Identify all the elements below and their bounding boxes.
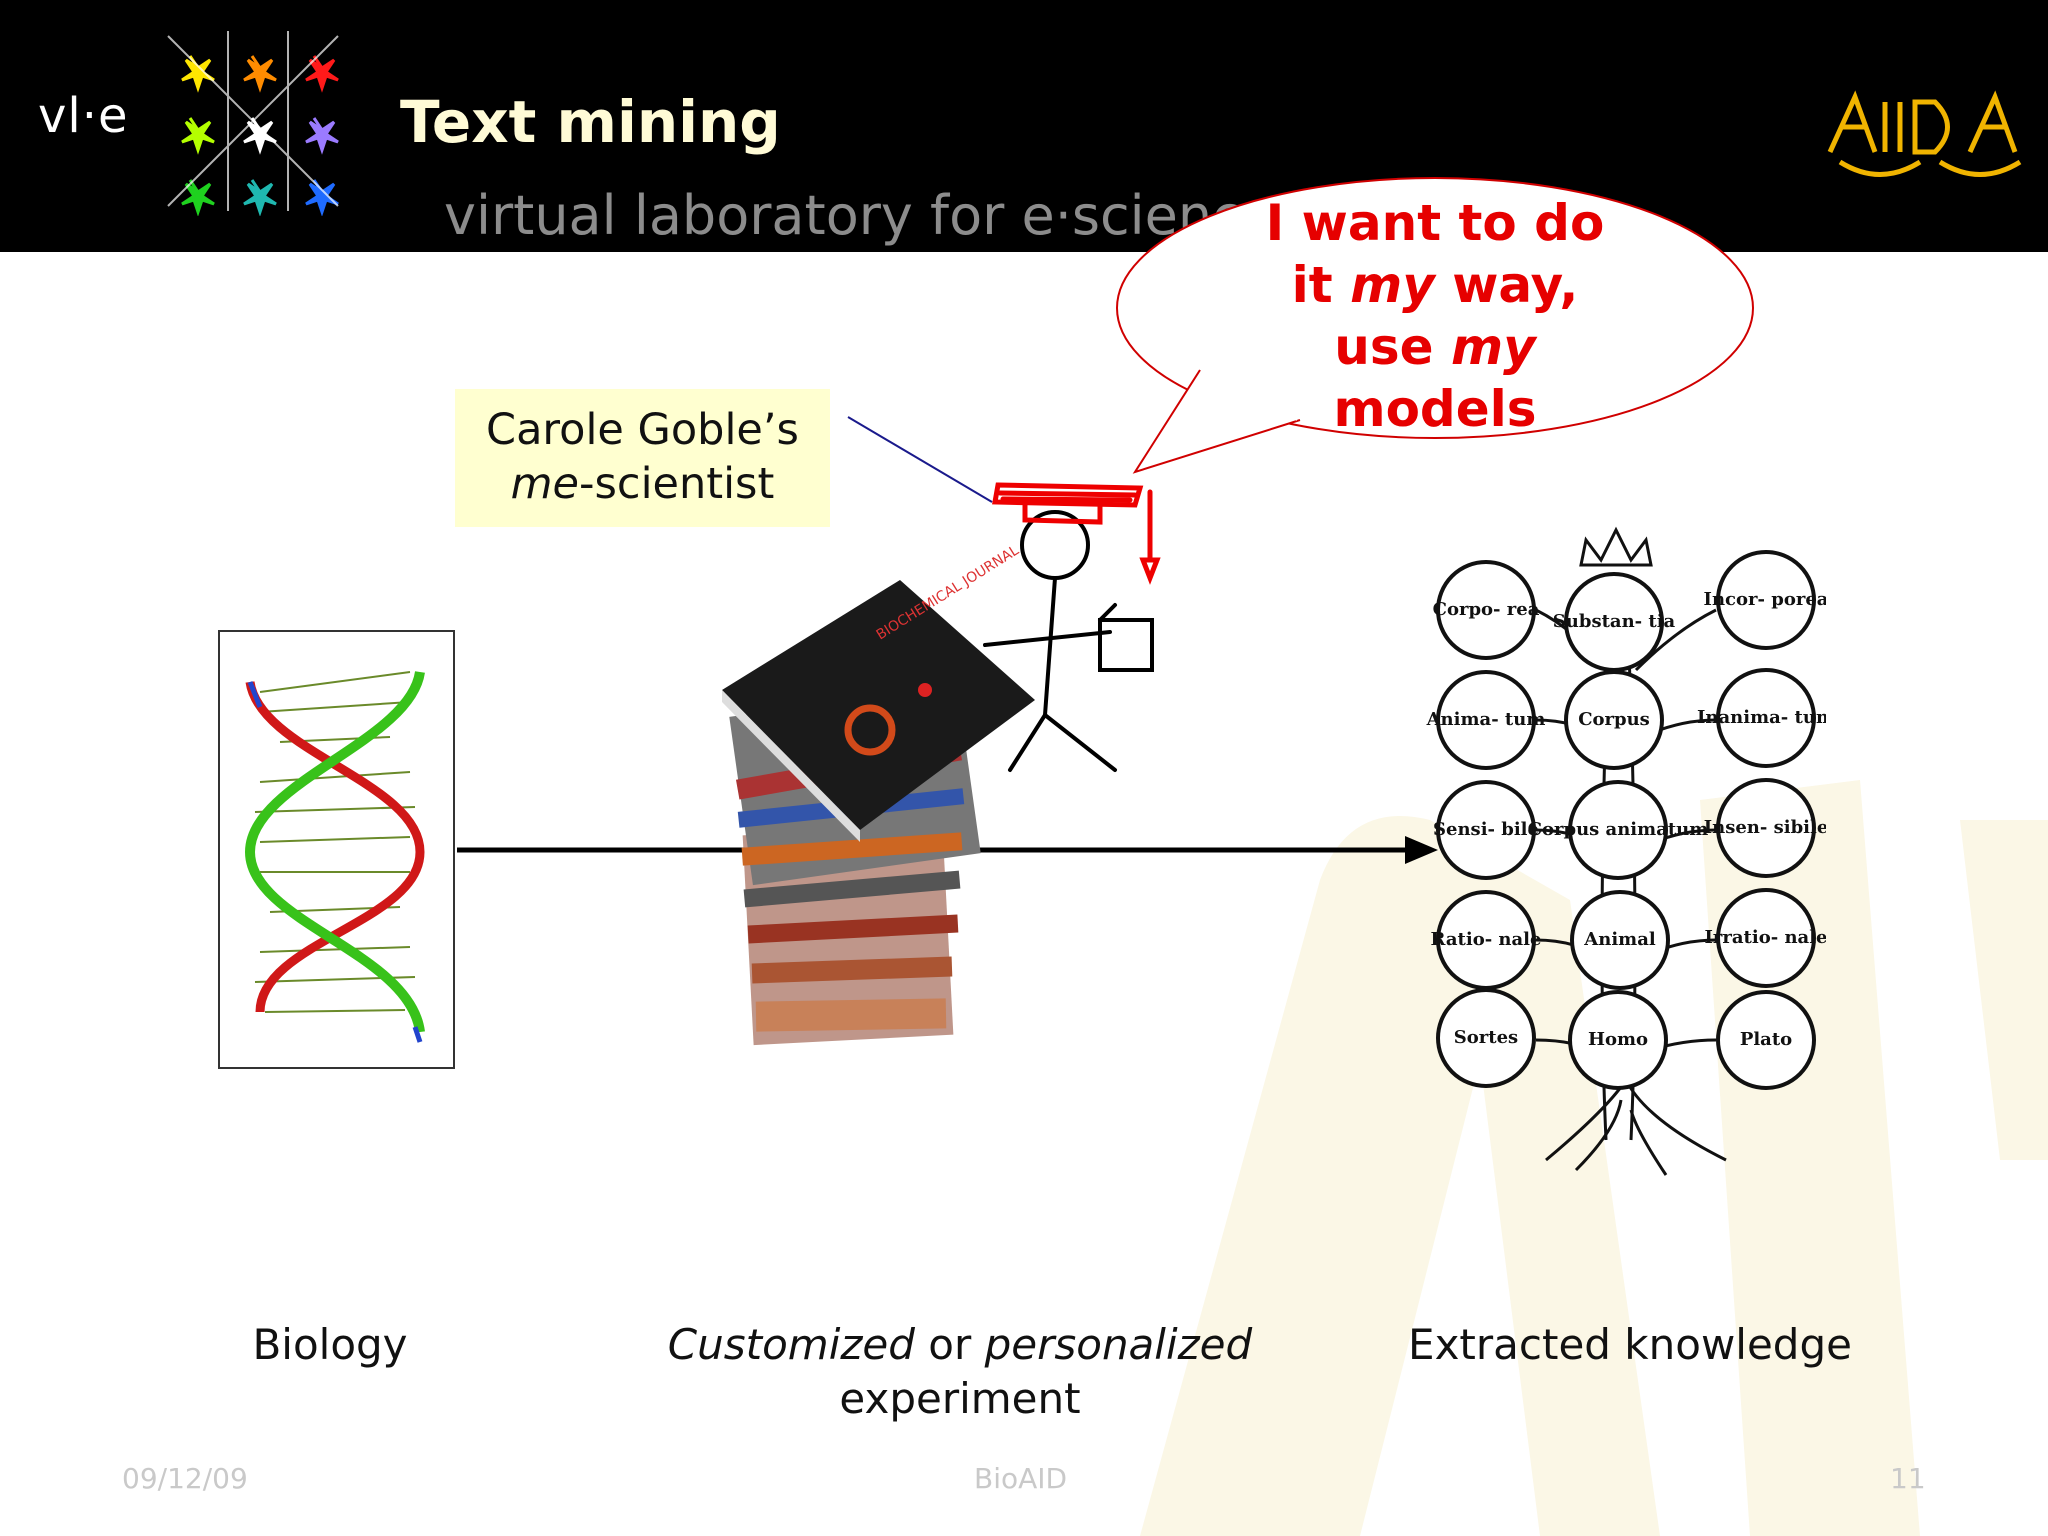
label-experiment-or: or xyxy=(914,1320,985,1369)
speech-bubble-text: I want to do it my way, use my models xyxy=(1195,192,1675,440)
graduation-cap-drawing xyxy=(992,482,1161,585)
speech-line-4: models xyxy=(1333,380,1537,438)
tree-node-homo: Homo xyxy=(1588,1029,1648,1050)
label-experiment-line-1: Customized or personalized xyxy=(600,1318,1320,1372)
speech-line-2-emphasis: my xyxy=(1350,256,1435,314)
dna-helix-icon xyxy=(244,670,425,1043)
tree-node-corpus-animatum: Corpus animatum xyxy=(1528,819,1709,840)
journal-stack-image: BIOCHEMICAL JOURNAL xyxy=(722,542,1035,1046)
tree-of-porphyry-image: Corpo- rea Anima- tum Sensi- bile Ratio-… xyxy=(1426,526,1827,1176)
speech-line-3: use my xyxy=(1195,316,1675,378)
aid-logo-icon xyxy=(1827,90,2022,177)
vle-star-logo-icon xyxy=(167,31,339,216)
slide-subtitle: virtual laboratory for e·science xyxy=(444,184,1276,247)
note-connector-line xyxy=(847,416,993,503)
label-experiment-customized: Customized xyxy=(667,1320,915,1369)
label-experiment: Customized or personalized experiment xyxy=(600,1318,1320,1426)
tree-node-corpus: Corpus xyxy=(1578,709,1650,730)
tree-node-incorporea: Incor- porea xyxy=(1704,589,1826,610)
label-extracted-knowledge: Extracted knowledge xyxy=(1408,1320,1852,1369)
speech-line-2-start: it xyxy=(1291,256,1351,314)
dna-helix-image xyxy=(218,630,455,1069)
footer-page-number: 11 xyxy=(1890,1462,1926,1495)
vle-brand: vl·e xyxy=(38,88,129,144)
note-rest: -scientist xyxy=(579,459,775,509)
tree-node-substantia: Substan- tia xyxy=(1553,611,1676,632)
tree-node-sensibile: Sensi- bile xyxy=(1433,819,1539,840)
footer-date: 09/12/09 xyxy=(122,1462,248,1495)
note-line-2: me-scientist xyxy=(455,457,830,511)
tree-node-sortes: Sortes xyxy=(1454,1027,1518,1048)
speech-line-2: it my way, xyxy=(1195,254,1675,316)
tree-node-irrationale: Irratio- nale xyxy=(1705,927,1827,948)
label-biology: Biology xyxy=(252,1320,408,1369)
speech-line-1: I want to do xyxy=(1265,194,1605,252)
label-experiment-personalized: personalized xyxy=(984,1320,1253,1369)
tree-node-plato: Plato xyxy=(1740,1029,1792,1050)
speech-line-3-start: use xyxy=(1334,318,1451,376)
label-experiment-line-2: experiment xyxy=(839,1374,1081,1423)
me-scientist-note: Carole Goble’s me-scientist xyxy=(455,389,830,527)
slide-title: Text mining xyxy=(400,88,781,156)
tree-node-corporea: Corpo- rea xyxy=(1433,599,1540,620)
tree-node-rationale: Ratio- nale xyxy=(1431,929,1542,950)
speech-bubble xyxy=(1116,177,1754,474)
note-line-1: Carole Goble’s xyxy=(486,405,799,455)
speech-line-2-end: way, xyxy=(1434,256,1579,314)
slide-header: vl·e Text mining virtual laboratory for … xyxy=(0,0,2048,252)
footer-center: BioAID xyxy=(974,1462,1068,1495)
tree-node-inanimatum: Inanima- tum xyxy=(1697,707,1826,728)
tree-node-animatum: Anima- tum xyxy=(1426,709,1545,730)
speech-line-3-emphasis: my xyxy=(1450,318,1536,376)
tree-node-animal: Animal xyxy=(1583,929,1656,950)
tree-node-insensibile: Insen- sibile xyxy=(1704,817,1826,838)
stick-figure-drawing xyxy=(983,510,1154,772)
note-emphasis: me xyxy=(510,459,580,509)
flow-arrow-head xyxy=(1405,836,1438,864)
